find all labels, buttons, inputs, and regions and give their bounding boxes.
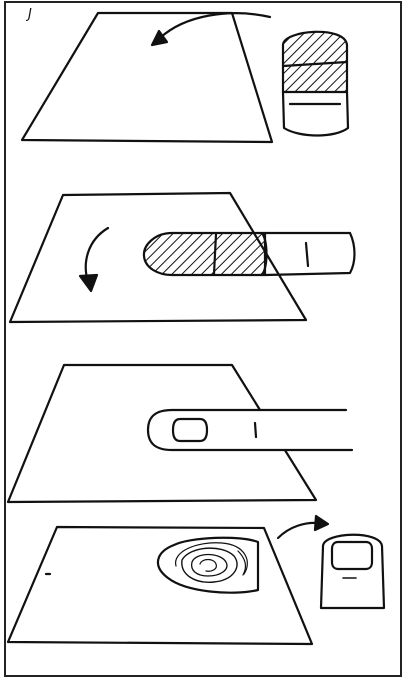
ink-jar bbox=[283, 32, 348, 136]
curved-arrow-2 bbox=[86, 228, 108, 282]
inked-finger bbox=[144, 233, 355, 275]
panel-2-roll-finger bbox=[10, 193, 355, 322]
panel-1-ink-pad bbox=[22, 13, 348, 142]
curved-arrow-4 bbox=[278, 523, 318, 538]
outer-frame bbox=[5, 2, 401, 676]
curved-arrow-1 bbox=[160, 13, 270, 38]
fingerprint-impression bbox=[158, 538, 258, 593]
lifted-finger bbox=[321, 535, 384, 608]
flat-finger bbox=[148, 410, 352, 450]
arrow-head-2 bbox=[80, 275, 97, 291]
arrow-head-4 bbox=[315, 516, 328, 530]
paper-sheet-1 bbox=[22, 13, 272, 142]
panel-4-lift-finger bbox=[8, 516, 384, 644]
panel-3-press-finger bbox=[8, 365, 352, 502]
page-mark: J bbox=[25, 7, 32, 22]
paper-sheet-4 bbox=[8, 527, 312, 644]
